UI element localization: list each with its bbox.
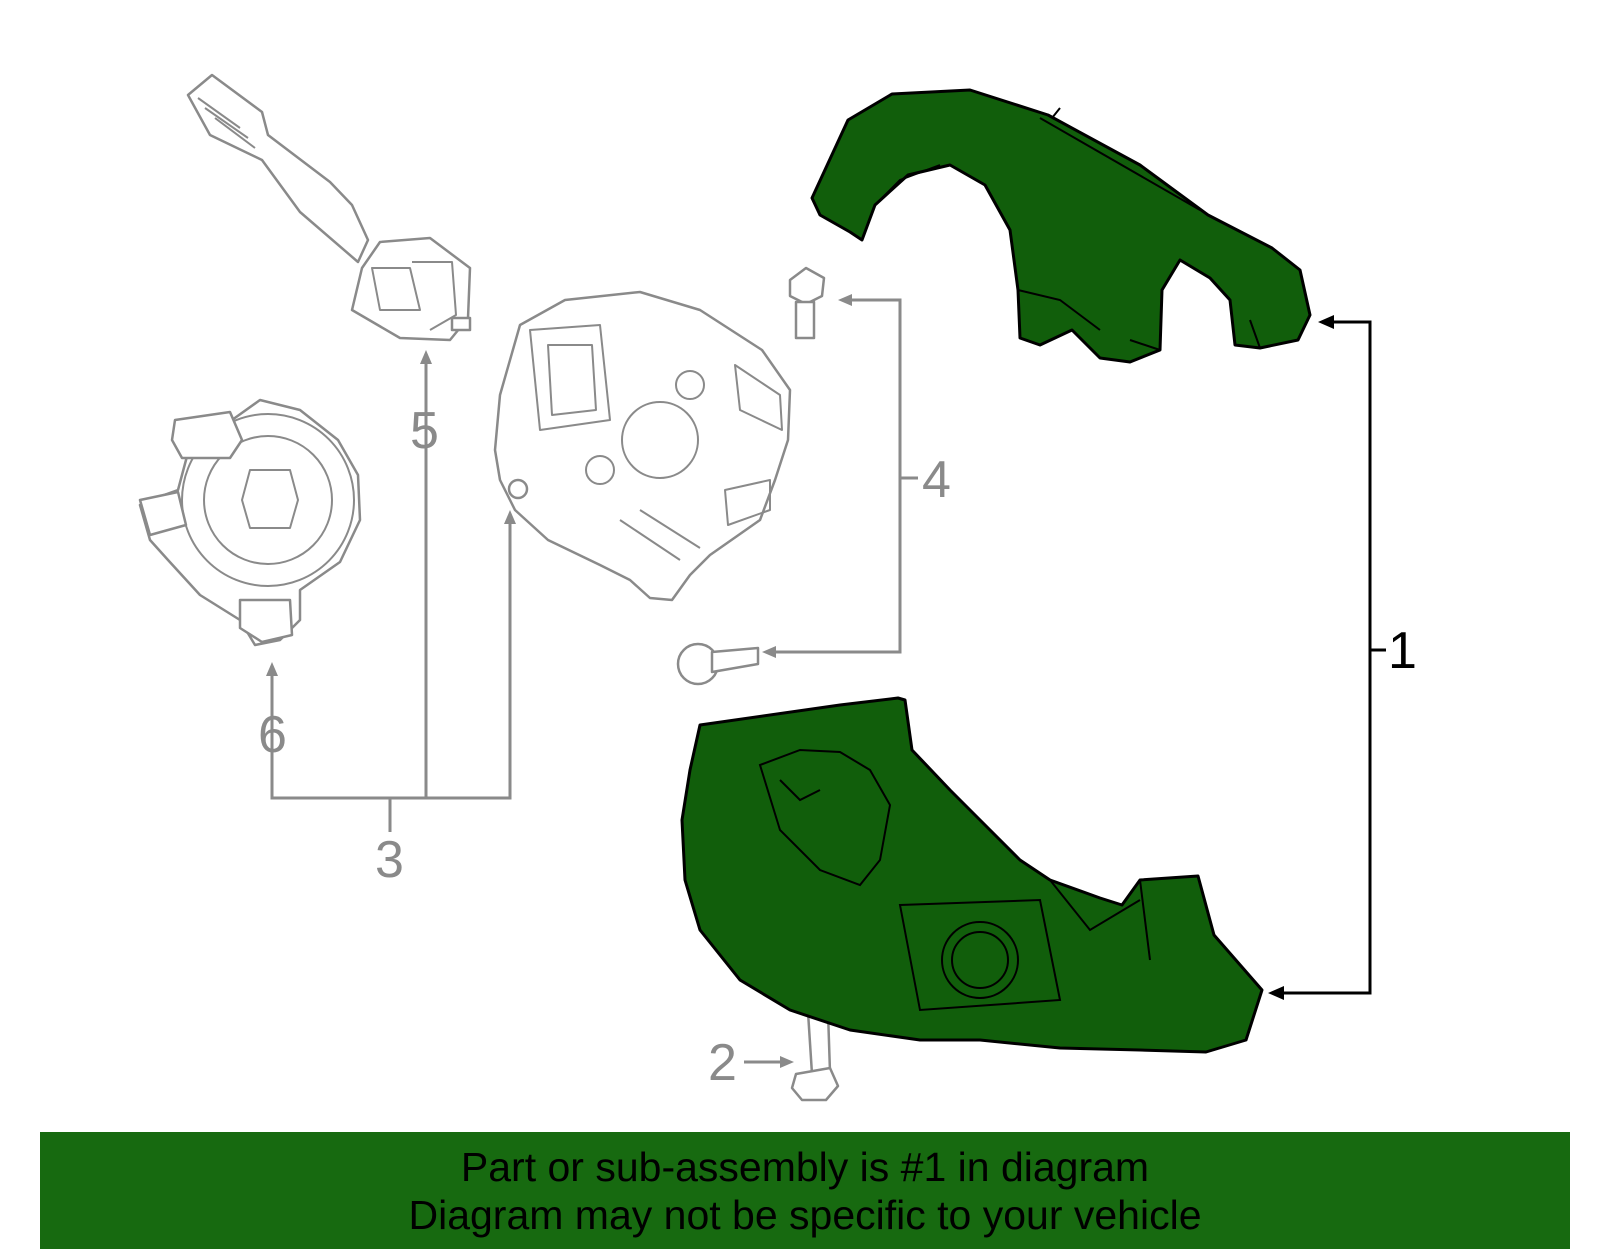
part-1-lower-shroud[interactable] [680, 696, 1264, 1054]
leader-line-1 [1268, 315, 1386, 1000]
part-6-clockspring[interactable] [138, 398, 362, 647]
leader-line-4 [762, 294, 918, 658]
callout-6: 6 [258, 706, 287, 764]
callout-4: 4 [922, 451, 951, 509]
notice-line-2: Diagram may not be specific to your vehi… [408, 1191, 1202, 1238]
part-2-screw[interactable] [790, 1010, 840, 1102]
callout-1: 1 [1388, 622, 1417, 680]
part-5-multifunction-switch[interactable] [186, 73, 472, 342]
callout-2: 2 [708, 1034, 737, 1092]
callout-3: 3 [375, 831, 404, 889]
part-4-switch-housing[interactable] [493, 290, 792, 602]
leader-line-3 [266, 350, 516, 832]
part-1-upper-shroud[interactable] [810, 88, 1312, 364]
callout-5: 5 [410, 402, 439, 460]
part-4-screw-lower[interactable] [676, 642, 760, 686]
leader-line-2 [744, 1056, 794, 1068]
notice-banner: Part or sub-assembly is #1 in diagram Di… [40, 1132, 1570, 1249]
part-4-screw-upper[interactable] [788, 266, 826, 340]
lower-shroud-body [680, 696, 1264, 1054]
notice-line-1: Part or sub-assembly is #1 in diagram [460, 1143, 1150, 1190]
